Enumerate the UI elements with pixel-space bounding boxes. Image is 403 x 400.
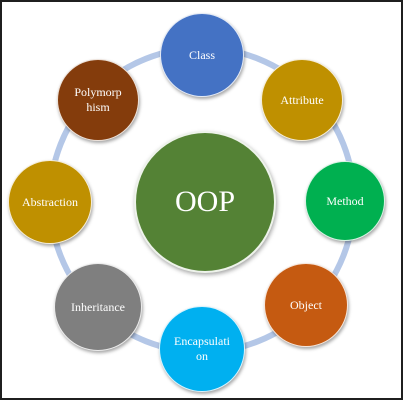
node-label: Inheritance xyxy=(71,299,125,314)
node-attribute: Attribute xyxy=(261,59,343,141)
node-label: Polymorp hism xyxy=(74,85,122,114)
node-class: Class xyxy=(160,13,244,97)
node-inheritance: Inheritance xyxy=(54,263,142,351)
node-label: Encapsulati on xyxy=(174,334,230,363)
center-node-label: OOP xyxy=(174,185,235,218)
node-abstraction: Abstraction xyxy=(8,160,92,244)
node-label: Attribute xyxy=(280,92,324,107)
node-method: Method xyxy=(305,161,385,241)
node-polymorphism: Polymorp hism xyxy=(57,59,139,141)
node-label: Object xyxy=(290,297,322,312)
node-object: Object xyxy=(264,263,348,347)
node-encapsulation: Encapsulati on xyxy=(159,306,245,392)
node-label: Class xyxy=(188,47,215,62)
node-label: Abstraction xyxy=(22,194,78,209)
center-node-oop: OOP xyxy=(134,131,276,273)
node-label: Method xyxy=(326,193,364,208)
